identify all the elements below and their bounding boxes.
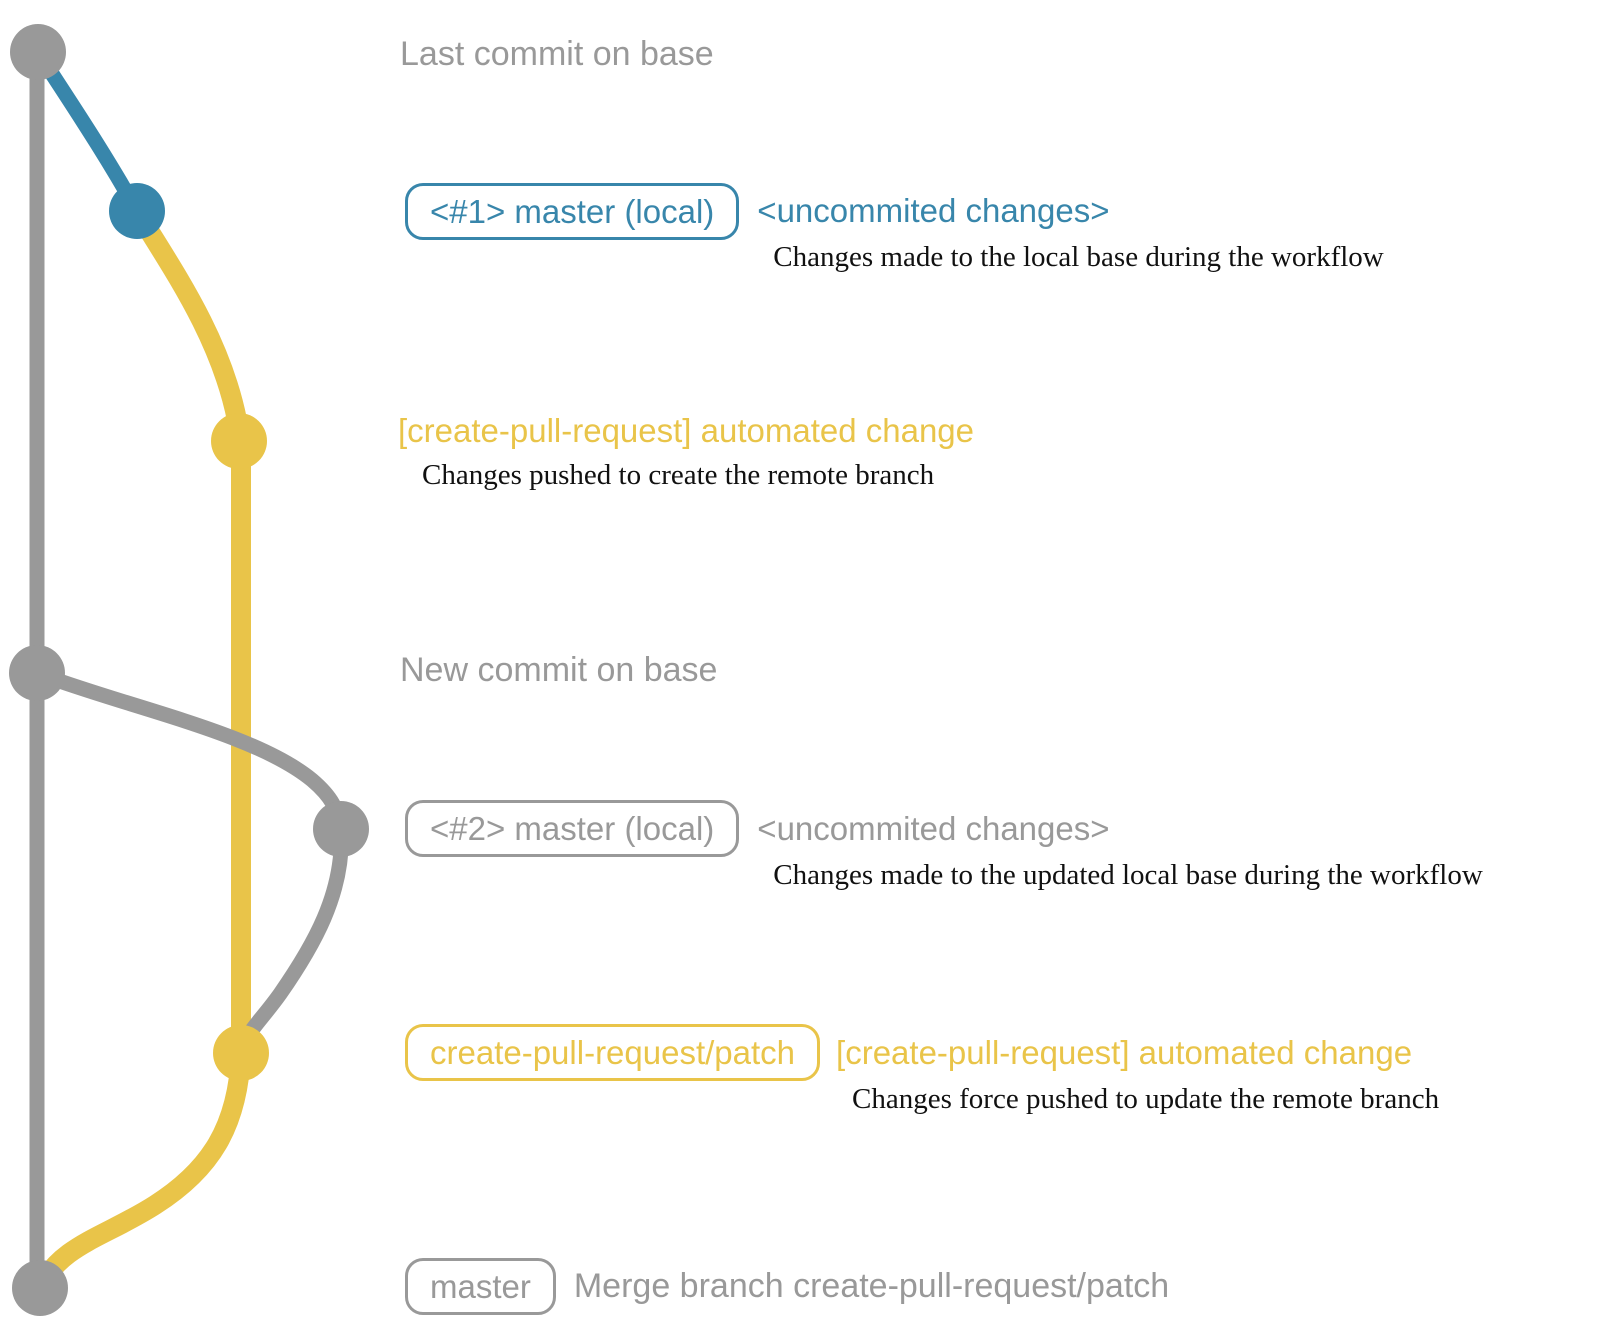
local-master-branch-line [31,47,144,215]
branch-badge-patch: create-pull-request/patch [405,1024,821,1081]
commit2-title: <uncommited changes> [757,810,1110,847]
patch-branch-line [128,205,251,1053]
new-commit-title: New commit on base [400,651,718,689]
merge-title: Merge branch create-pull-request/patch [573,1267,1170,1305]
branch-badge-label: <#2> master (local) [430,809,715,847]
annotation-last-commit: Last commit on base [400,34,714,74]
annotation-new-commit: New commit on base [400,650,717,690]
commit-dot-new-base [9,645,65,701]
push2-title: [create-pull-request] automated change [836,1034,1413,1071]
branch-badge-label: create-pull-request/patch [430,1033,796,1071]
push1-title: [create-pull-request] automated change [398,412,975,449]
commit1-description: Changes made to the local base during th… [773,241,1384,273]
annotation-push2: create-pull-request/patch [create-pull-r… [405,1024,1439,1115]
annotation-commit1: <#1> master (local) <uncommited changes>… [405,183,1384,273]
commit-dot-local-2 [313,801,369,857]
branch-badge-label: master [430,1267,531,1305]
commit-dot-patch-2 [213,1025,269,1081]
branch-badge-label: <#1> master (local) [430,192,715,230]
base-to-local2-line [34,665,349,831]
branch-badge-master-local-1: <#1> master (local) [405,183,740,240]
annotation-commit2: <#2> master (local) <uncommited changes>… [405,800,1483,891]
annotation-push1: [create-pull-request] automated change C… [398,411,974,491]
commit-dot-last-base [10,24,66,80]
commit1-title: <uncommited changes> [757,192,1110,229]
branch-badge-master: master [405,1258,556,1315]
push2-description: Changes force pushed to update the remot… [852,1083,1440,1115]
local2-to-patch-line [233,828,349,1056]
commit-dot-patch-1 [211,413,267,469]
last-commit-title: Last commit on base [400,35,714,73]
branch-badge-master-local-2: <#2> master (local) [405,800,740,857]
commit2-description: Changes made to the updated local base d… [773,859,1483,891]
commit-dot-merge [12,1260,68,1316]
patch-merge-line [30,1052,251,1293]
commit-dot-local-1 [109,183,165,239]
push1-description: Changes pushed to create the remote bran… [422,459,935,491]
annotation-merge: master Merge branch create-pull-request/… [405,1258,1169,1315]
